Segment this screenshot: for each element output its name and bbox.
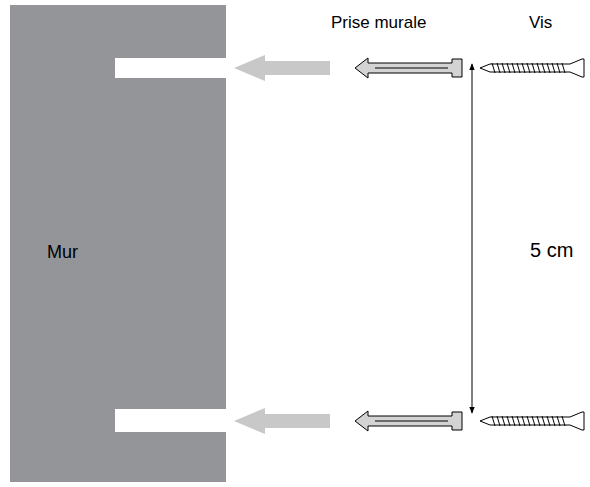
screw-thread [552,63,555,73]
screw-thread [507,63,510,73]
screw-thread [557,416,560,426]
screw-thread [497,416,500,426]
screw-thread [557,63,560,73]
part-name: Prise murale [331,13,426,33]
drill-hole [115,409,226,432]
wall-holes [10,5,226,482]
drill-hole [115,58,226,78]
screw [480,59,584,430]
screw-thread [562,416,565,426]
wall: Mur [10,5,226,482]
screw-thread [522,416,525,426]
screw-thread [547,63,550,73]
screw-thread [522,63,525,73]
wall-plug [355,58,462,431]
screw-thread [527,416,530,426]
screw-thread [537,63,540,73]
screw-thread [502,416,505,426]
screw-thread [562,63,565,73]
dimension-line [472,64,473,413]
screw-thread [497,63,500,73]
screw-thread [532,416,535,426]
insert-arrow [234,55,330,434]
screw-thread [547,416,550,426]
screw-thread [517,416,520,426]
screw-thread [507,416,510,426]
screw-thread [527,63,530,73]
screw-thread [542,416,545,426]
screw-thread [492,416,495,426]
screw-thread [512,416,515,426]
screw-thread [537,416,540,426]
screw-thread [532,63,535,73]
screw-thread [512,63,515,73]
screw-thread [492,63,495,73]
screw-thread [502,63,505,73]
screw-thread [542,63,545,73]
wall-label: Mur [47,242,78,263]
dimension: 5 cm [530,239,573,262]
screw-thread [552,416,555,426]
screw-thread [517,63,520,73]
part-name: Vis [529,13,552,33]
